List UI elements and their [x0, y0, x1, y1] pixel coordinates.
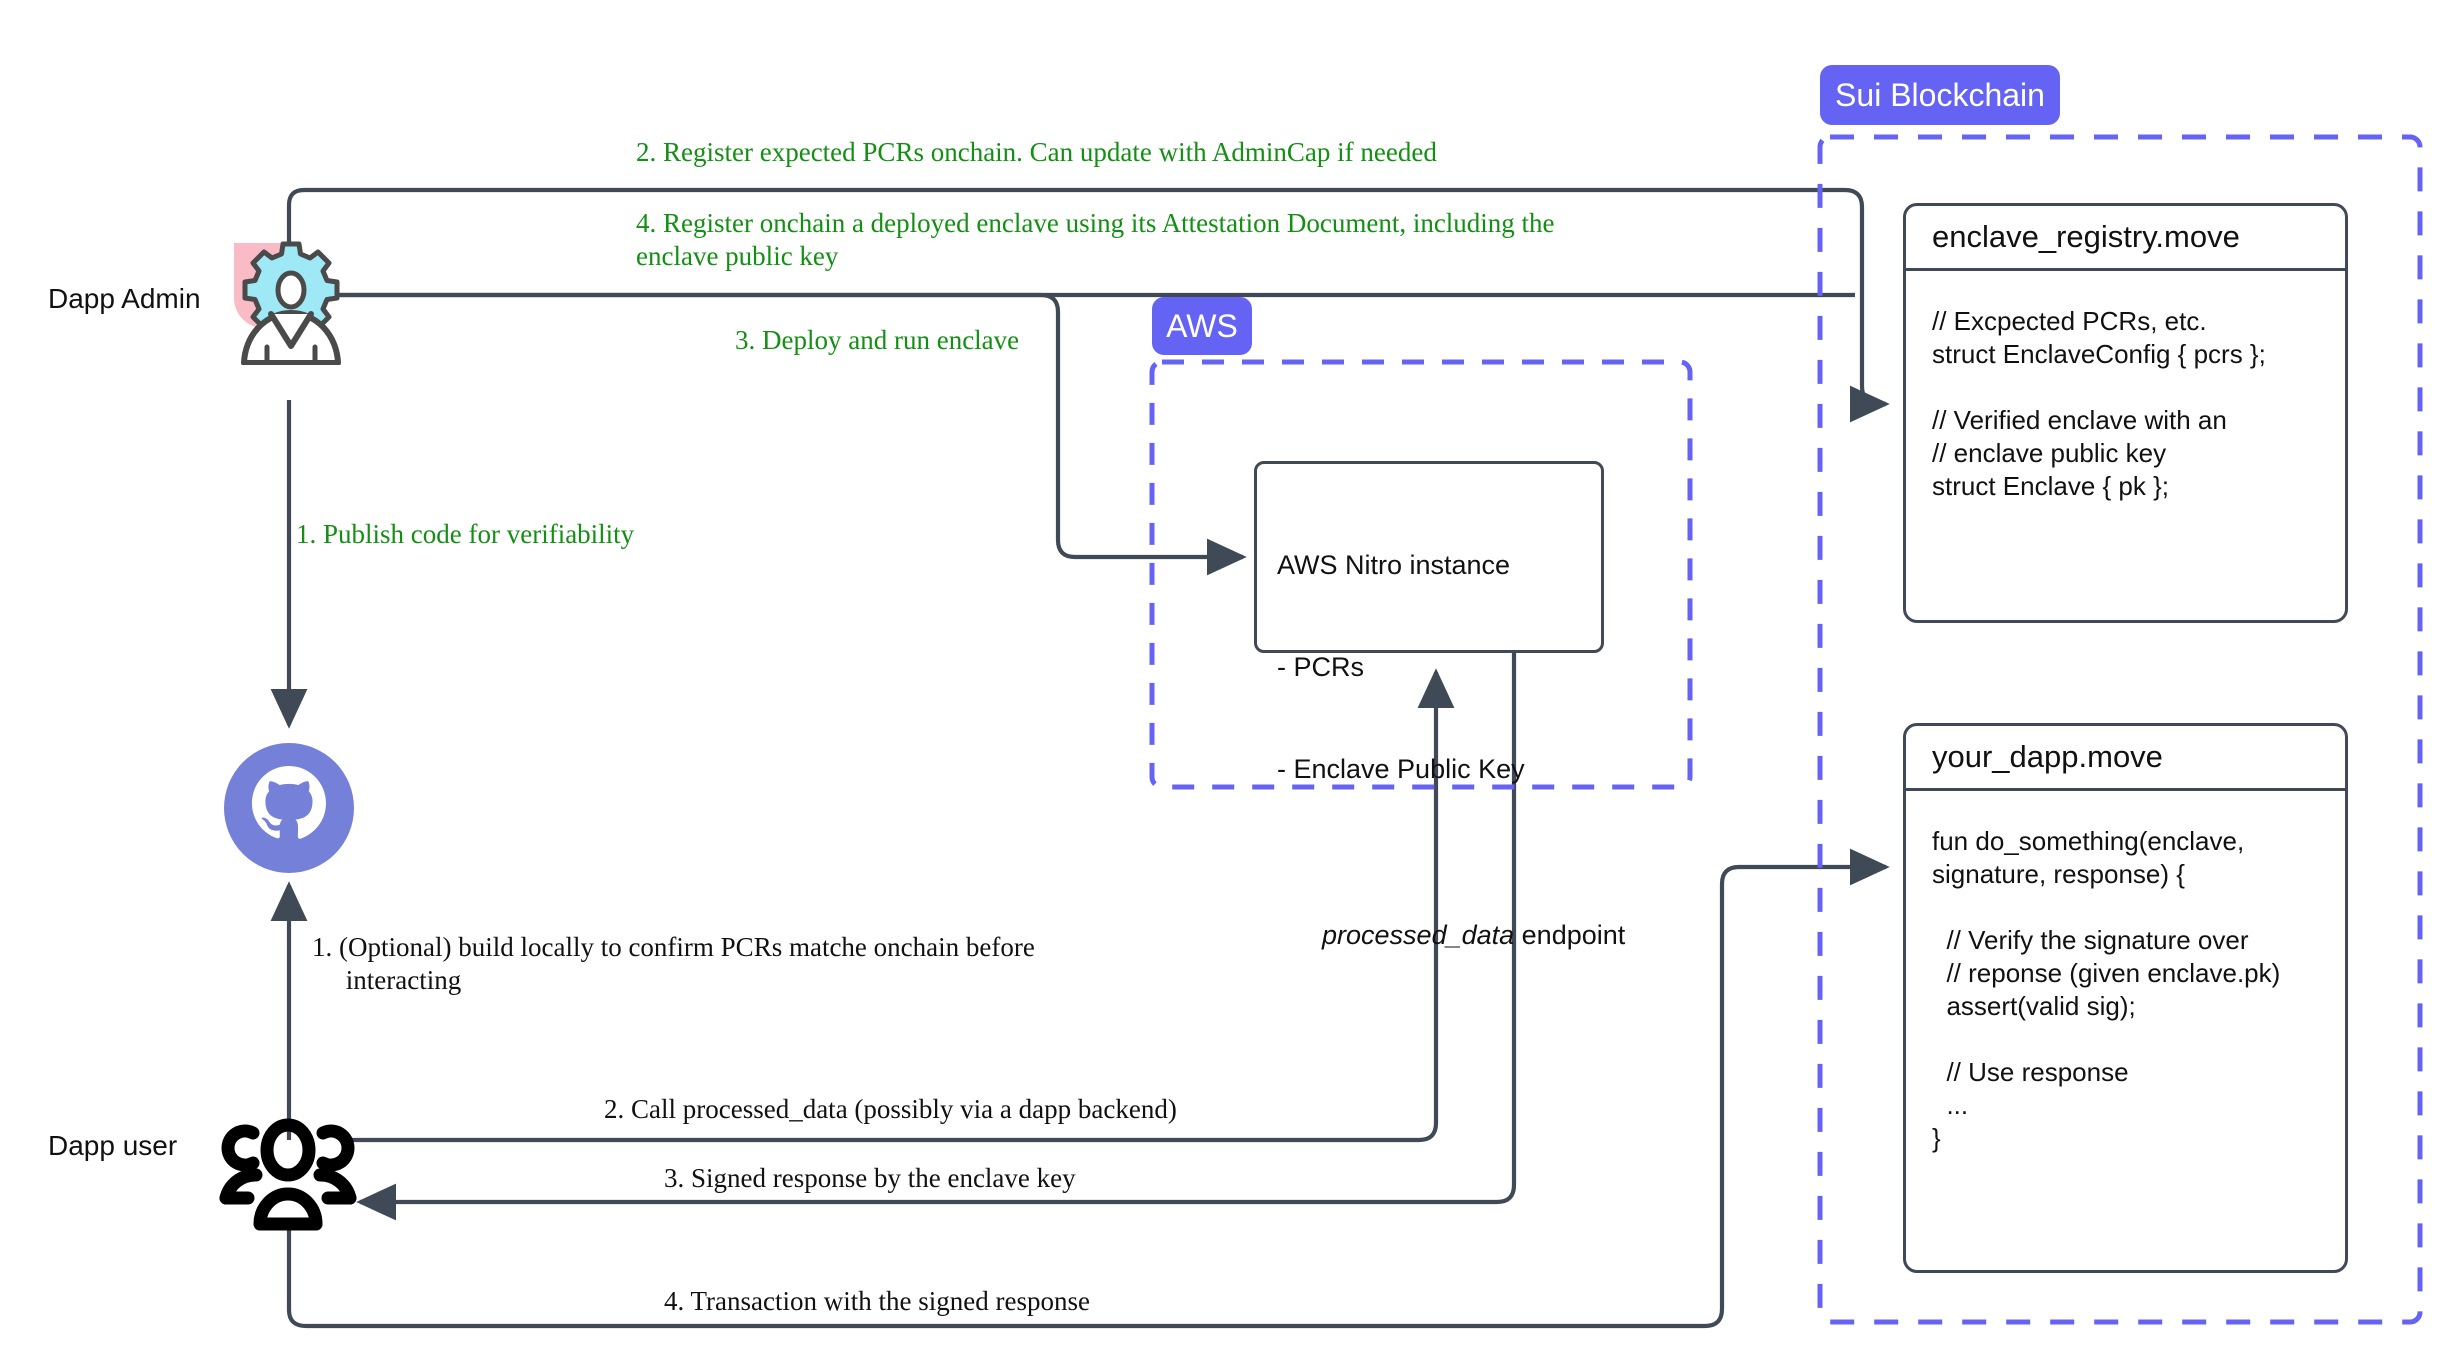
- edge-signed-response: [356, 650, 1517, 1221]
- nitro-line-pubkey: - Enclave Public Key: [1277, 754, 1525, 784]
- aws-badge-label: AWS: [1166, 307, 1238, 344]
- dapp-user-label: Dapp user: [48, 1130, 178, 1161]
- step-label-register-enclave: 4. Register onchain a deployed enclave u…: [636, 208, 1555, 271]
- github-octocat-icon[interactable]: [221, 740, 357, 876]
- edge-register-pcrs: [286, 187, 1890, 423]
- step-label-call-processed-data: 2. Call processed_data (possibly via a d…: [604, 1094, 1177, 1124]
- module-body-enclave-registry: // Excpected PCRs, etc. struct EnclaveCo…: [1932, 306, 2266, 501]
- aws-zone-badge: AWS: [1152, 297, 1252, 355]
- sui-badge-label: Sui Blockchain: [1835, 76, 2045, 113]
- step-label-register-pcrs: 2. Register expected PCRs onchain. Can u…: [636, 137, 1437, 167]
- step-label-deploy-enclave: 3. Deploy and run enclave: [735, 325, 1020, 355]
- module-your-dapp: your_dapp.move fun do_something(enclave,…: [1903, 723, 2348, 1273]
- module-body-your-dapp: fun do_something(enclave, signature, res…: [1932, 826, 2281, 1153]
- edge-transaction: [286, 848, 1890, 1329]
- nitro-endpoint-suffix: endpoint: [1514, 920, 1626, 950]
- step-label-signed-response: 3. Signed response by the enclave key: [664, 1163, 1076, 1193]
- admin-gear-person-icon: [226, 230, 356, 366]
- edge-deploy-enclave: [337, 292, 1247, 576]
- step-label-publish-code: 1. Publish code for verifiability: [296, 519, 635, 549]
- module-enclave-registry: enclave_registry.move // Excpected PCRs,…: [1903, 203, 2348, 623]
- step-label-transaction: 4. Transaction with the signed response: [664, 1286, 1090, 1316]
- nitro-endpoint-row: processed_data endpoint: [1277, 884, 1625, 986]
- module-title-enclave-registry: enclave_registry.move: [1906, 206, 2345, 271]
- aws-nitro-instance-box: AWS Nitro instance - PCRs - Enclave Publ…: [1254, 461, 1625, 950]
- nitro-endpoint-name: processed_data: [1322, 920, 1515, 950]
- edge-call-processed-data: [352, 668, 1455, 1143]
- nitro-line-pcrs: - PCRs: [1277, 652, 1364, 682]
- module-title-your-dapp: your_dapp.move: [1906, 726, 2345, 791]
- sui-zone-badge: Sui Blockchain: [1820, 65, 2060, 125]
- dapp-admin-label: Dapp Admin: [48, 283, 201, 314]
- people-group-icon: [218, 1100, 358, 1240]
- step-label-build-locally: 1. (Optional) build locally to confirm P…: [312, 932, 1035, 995]
- nitro-line-title: AWS Nitro instance: [1277, 550, 1511, 580]
